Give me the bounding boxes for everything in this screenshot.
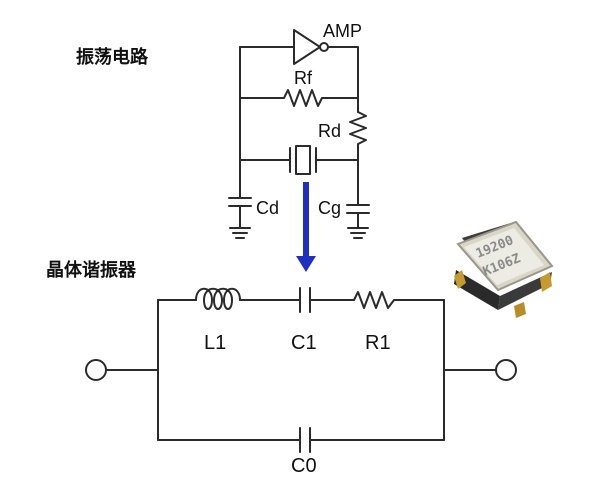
down-arrow-icon: [296, 182, 316, 272]
rd-label: Rd: [318, 121, 341, 141]
crystal-chip-image: 19200 K106Z: [454, 220, 554, 318]
oscillator-circuit: AMP Rf Rd Cd Cg: [228, 21, 370, 239]
amp-output-wire: [327, 46, 359, 113]
amp-label: AMP: [323, 21, 362, 41]
oscillator-title: 振荡电路: [76, 46, 149, 68]
rf-label: Rf: [294, 68, 313, 88]
cg-ground-icon: [347, 227, 369, 239]
arrow-shaft: [303, 182, 309, 256]
c0-label: C0: [291, 455, 317, 477]
r1-label: R1: [365, 332, 391, 354]
left-terminal: [85, 359, 107, 381]
l1-inductor: [195, 287, 241, 310]
amp-symbol: [293, 29, 321, 65]
arrow-head: [296, 256, 316, 272]
crystal-equivalent-circuit: L1 C1 R1 C0: [85, 287, 517, 477]
rd-resistor: [349, 111, 367, 161]
right-terminal: [495, 359, 517, 381]
c1-capacitor: [299, 287, 311, 313]
cd-capacitor: [228, 197, 252, 229]
cg-capacitor: [346, 204, 370, 229]
cd-ground-icon: [229, 227, 251, 239]
c1-label: C1: [291, 332, 317, 354]
rf-resistor: [239, 89, 359, 107]
cd-label: Cd: [256, 198, 279, 218]
amp-bubble: [319, 42, 329, 52]
r1-resistor: [353, 291, 445, 309]
crystal-title: 晶体谐振器: [46, 259, 137, 281]
crystal-body: [295, 145, 311, 175]
l1-label: L1: [204, 332, 226, 354]
cg-label: Cg: [318, 198, 341, 218]
c0-capacitor: [299, 427, 311, 453]
